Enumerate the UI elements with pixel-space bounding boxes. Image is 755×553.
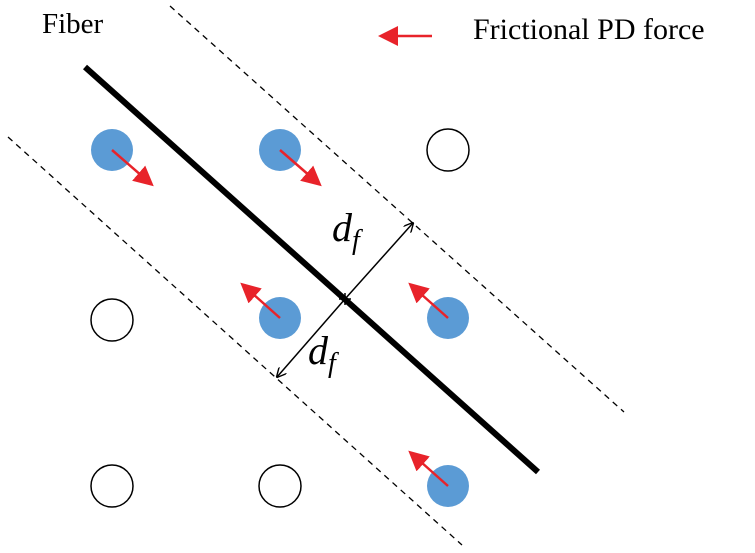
force-arrow bbox=[279, 149, 322, 187]
lower-dimension-arrow bbox=[277, 298, 346, 377]
upper-boundary-line bbox=[169, 5, 625, 413]
force-arrow bbox=[111, 149, 154, 187]
particle-empty bbox=[258, 464, 302, 508]
legend-label: Frictional PD force bbox=[473, 13, 705, 46]
distance-label-lower: df bbox=[308, 328, 336, 379]
force-arrow bbox=[408, 450, 449, 487]
particle-empty bbox=[90, 298, 134, 342]
force-arrow bbox=[408, 282, 449, 319]
force-arrow bbox=[240, 282, 281, 319]
fiber-line bbox=[83, 64, 540, 475]
lower-boundary-line bbox=[7, 136, 463, 546]
upper-dimension-arrow bbox=[344, 223, 413, 300]
particle-empty bbox=[426, 128, 470, 172]
fiber-label: Fiber bbox=[42, 8, 104, 40]
particle-empty bbox=[90, 464, 134, 508]
distance-label-upper: df bbox=[332, 205, 360, 256]
